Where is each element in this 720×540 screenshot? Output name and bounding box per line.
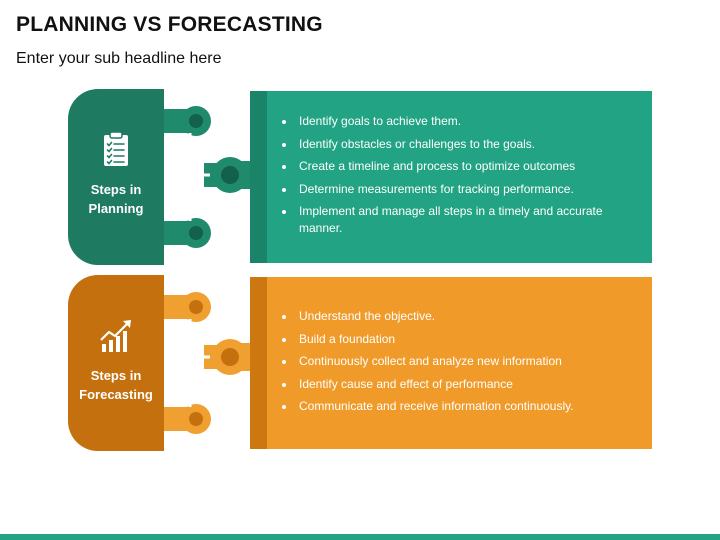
growth-chart-icon — [100, 320, 131, 352]
list-item: Build a foundation — [282, 331, 637, 348]
planning-connector — [164, 106, 254, 248]
list-item: Identify obstacles or challenges to the … — [282, 136, 637, 153]
clipboard-checklist-icon — [104, 131, 128, 166]
bottom-accent-bar — [0, 534, 720, 540]
forecasting-content-stripe — [250, 277, 267, 449]
forecasting-section: Steps in Forecasting Understand the obje… — [0, 275, 720, 451]
list-item: Implement and manage all steps in a time… — [282, 203, 637, 237]
list-item: Understand the objective. — [282, 308, 637, 325]
list-item: Continuously collect and analyze new inf… — [282, 353, 637, 370]
planning-section: Steps in Planning Identify goals to achi… — [0, 89, 720, 265]
forecasting-content-box: Understand the objective. Build a founda… — [250, 277, 652, 449]
list-item: Identify goals to achieve them. — [282, 113, 637, 130]
planning-content-box: Identify goals to achieve them. Identify… — [250, 91, 652, 263]
planning-label: Steps in Planning — [88, 182, 144, 216]
list-item: Create a timeline and process to optimiz… — [282, 158, 637, 175]
forecasting-connector — [164, 292, 254, 434]
page-subtitle: Enter your sub headline here — [16, 50, 222, 67]
list-item: Identify cause and effect of performance — [282, 376, 637, 393]
list-item: Determine measurements for tracking perf… — [282, 181, 637, 198]
list-item: Communicate and receive information cont… — [282, 398, 637, 415]
planning-content-stripe — [250, 91, 267, 263]
page-title: PLANNING VS FORECASTING — [16, 13, 323, 36]
planning-list: Identify goals to achieve them. Identify… — [282, 113, 637, 243]
forecasting-list: Understand the objective. Build a founda… — [282, 308, 637, 421]
forecasting-side-tab: Steps in Forecasting — [68, 275, 164, 451]
forecasting-label: Steps in Forecasting — [79, 368, 153, 402]
planning-side-tab: Steps in Planning — [68, 89, 164, 265]
